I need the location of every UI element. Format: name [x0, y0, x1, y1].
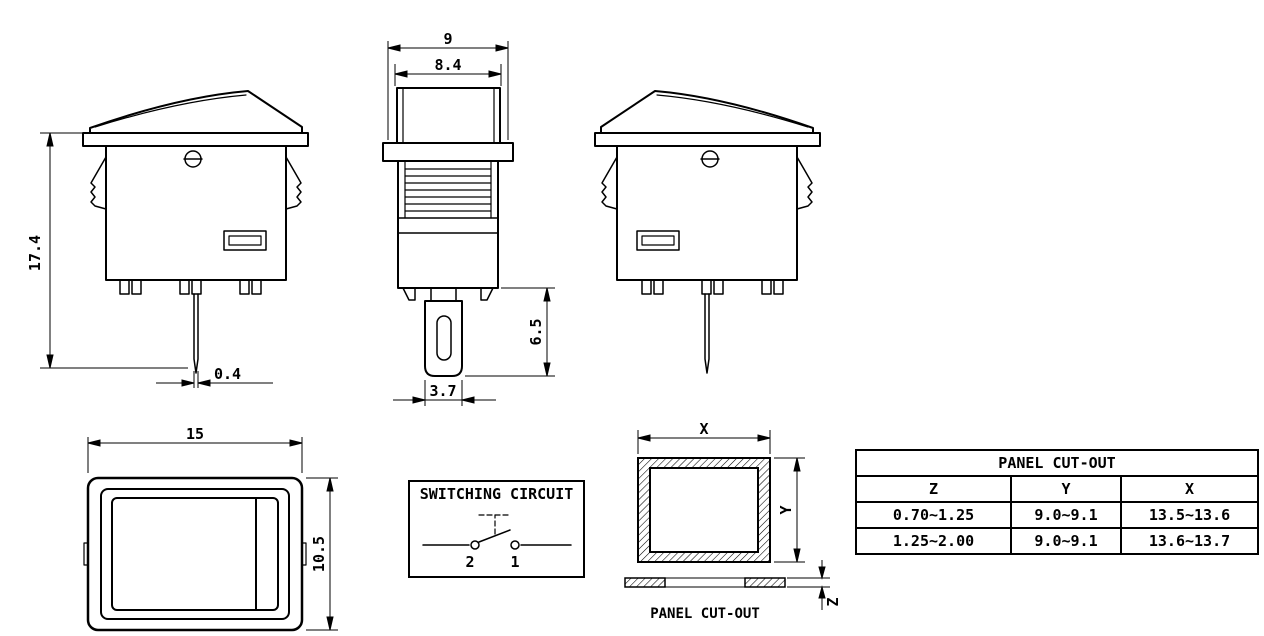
- col-header-y: Y: [1010, 475, 1122, 503]
- panel-cutout-figure: X Y Z PANEL CUT-OUT: [624, 420, 842, 622]
- dimension-3-7: 3.7: [393, 380, 496, 406]
- table-header-row: Z Y X: [855, 475, 1259, 503]
- col-header-z: Z: [855, 475, 1012, 503]
- contact-terminal-2: [469, 540, 480, 550]
- side-notch-right: [301, 542, 307, 566]
- rocker-switch-side-outline: [82, 90, 309, 374]
- dim-8-4-label: 8.4: [434, 56, 461, 74]
- snap-clip-left: [90, 156, 107, 210]
- cell-z-range-1: 0.70~1.25: [855, 501, 1012, 529]
- table-row: 0.70~1.25 9.0~9.1 13.5~13.6: [855, 501, 1259, 529]
- dim-6-5-label: 6.5: [527, 318, 545, 345]
- side-view-right: [594, 90, 821, 374]
- terminal-1-label: 1: [510, 553, 519, 571]
- cutout-hatched-frame: [638, 458, 770, 562]
- front-view: 9 8.4 6.5 3.7: [382, 30, 555, 406]
- switching-circuit-diagram: 2 1: [421, 514, 572, 571]
- cell-y-range-2: 9.0~9.1: [1010, 527, 1122, 555]
- dimension-0-4: 0.4: [156, 365, 273, 388]
- table-title-row: PANEL CUT-OUT: [855, 449, 1259, 477]
- cell-z-range-2: 1.25~2.00: [855, 527, 1012, 555]
- dimension-10-5: 10.5: [306, 477, 338, 631]
- dimension-8-4: 8.4: [394, 56, 502, 86]
- terminal-2-label: 2: [465, 553, 474, 571]
- dim-y-label: Y: [777, 505, 795, 514]
- panel-cutout-table: PANEL CUT-OUT Z Y X 0.70~1.25 9.0~9.1 13…: [855, 449, 1259, 555]
- table-row: 1.25~2.00 9.0~9.1 13.6~13.7: [855, 527, 1259, 555]
- rocker-switch-front-outline: [382, 87, 514, 377]
- dim-x-label: X: [699, 420, 708, 438]
- snap-clip-right: [285, 156, 302, 210]
- cell-x-range-1: 13.5~13.6: [1120, 501, 1259, 529]
- contact-terminal-1: [509, 540, 520, 550]
- dimension-15: 15: [87, 425, 303, 473]
- cell-y-range-1: 9.0~9.1: [1010, 501, 1122, 529]
- panel-section-strip: [624, 577, 786, 588]
- dim-0-4-label: 0.4: [214, 365, 241, 383]
- terminal-pin: [193, 293, 199, 374]
- top-view: 15 10.5: [83, 425, 338, 632]
- contact-lever: [477, 529, 511, 543]
- actuator-dashed-link: [477, 514, 512, 535]
- table-title: PANEL CUT-OUT: [855, 449, 1259, 477]
- side-notch-left: [83, 542, 89, 566]
- dimension-6-5: 6.5: [465, 287, 555, 377]
- dim-15-label: 15: [186, 425, 204, 443]
- dimension-y: Y: [774, 457, 805, 563]
- dim-9-label: 9: [443, 30, 452, 48]
- dim-z-label: Z: [824, 597, 842, 606]
- dimension-9: 9: [387, 30, 509, 140]
- rib-lines: [404, 168, 492, 212]
- dimension-z: Z: [787, 560, 842, 610]
- switching-circuit-box: SWITCHING CIRCUIT 2 1: [408, 480, 585, 578]
- cell-x-range-2: 13.6~13.7: [1120, 527, 1259, 555]
- side-view-left: 17.4 0.4: [26, 90, 309, 388]
- rocker-switch-top-outline: [83, 476, 307, 632]
- dimension-x: X: [637, 420, 771, 454]
- dimension-17-4: 17.4: [26, 132, 188, 369]
- col-header-x: X: [1120, 475, 1259, 503]
- dim-17-4-label: 17.4: [26, 235, 44, 271]
- terminal-blade: [424, 300, 463, 377]
- dim-3-7-label: 3.7: [429, 382, 456, 400]
- panel-cutout-caption: PANEL CUT-OUT: [650, 606, 760, 622]
- dim-10-5-label: 10.5: [310, 536, 328, 572]
- switching-circuit-title: SWITCHING CIRCUIT: [419, 485, 574, 503]
